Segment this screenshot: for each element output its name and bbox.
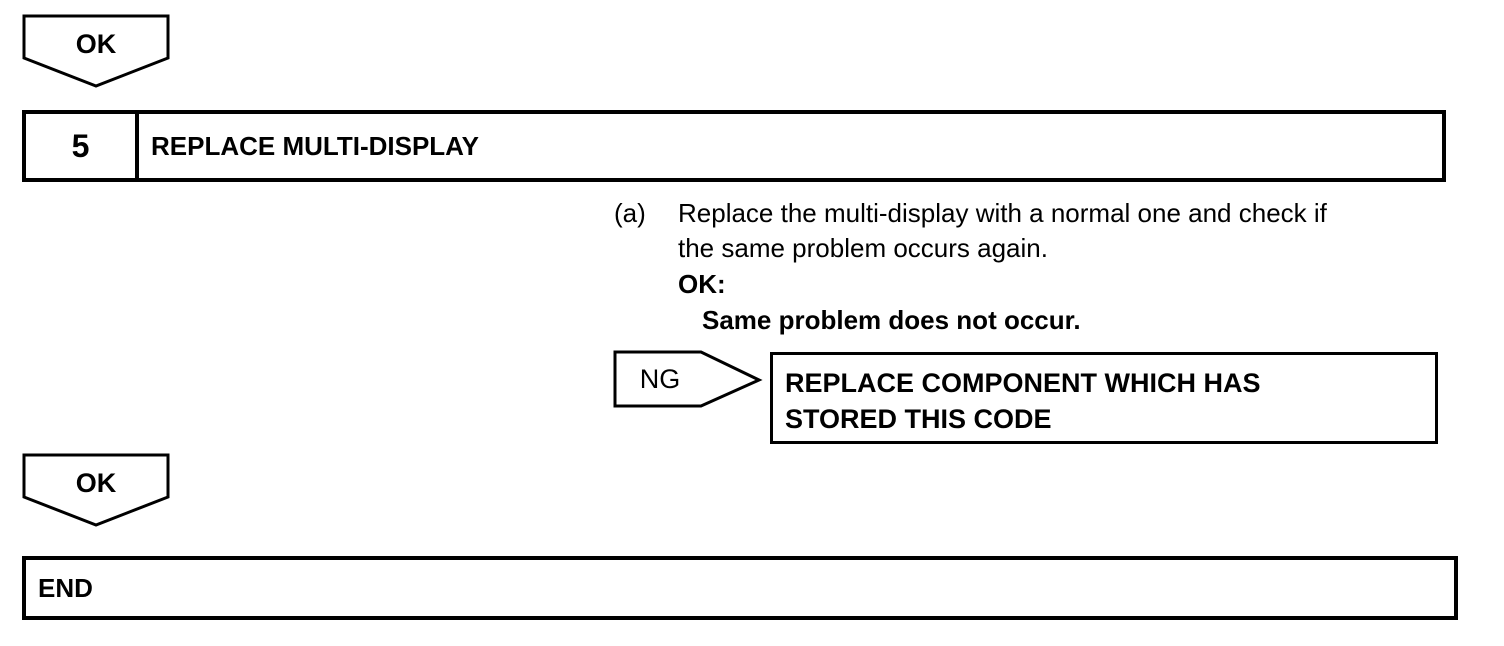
ng-arrow-label: NG: [639, 364, 681, 394]
ng-arrow: [613, 350, 763, 408]
ok-criteria-text: Same problem does not occur.: [702, 305, 1081, 335]
ng-result-line-2: STORED THIS CODE: [785, 404, 1052, 434]
instruction-marker: (a): [614, 198, 646, 228]
ok-arrow-bottom: [22, 453, 170, 527]
step-header: 5 REPLACE MULTI-DISPLAY: [22, 110, 1446, 182]
ok-arrow-top: [22, 14, 170, 88]
step-title: REPLACE MULTI-DISPLAY: [151, 130, 479, 161]
ok-arrow-top-label: OK: [75, 29, 117, 59]
end-box: END: [22, 556, 1458, 620]
step-number: 5: [26, 114, 139, 178]
ng-result-line-1: REPLACE COMPONENT WHICH HAS: [785, 368, 1261, 398]
end-label: END: [38, 572, 93, 603]
instruction-line-1: Replace the multi-display with a normal …: [678, 198, 1327, 228]
ok-arrow-bottom-label: OK: [75, 468, 117, 498]
instruction-line-2: the same problem occurs again.: [678, 233, 1048, 263]
ok-criteria-label: OK:: [678, 269, 726, 299]
ng-result-box: REPLACE COMPONENT WHICH HAS STORED THIS …: [770, 352, 1438, 444]
